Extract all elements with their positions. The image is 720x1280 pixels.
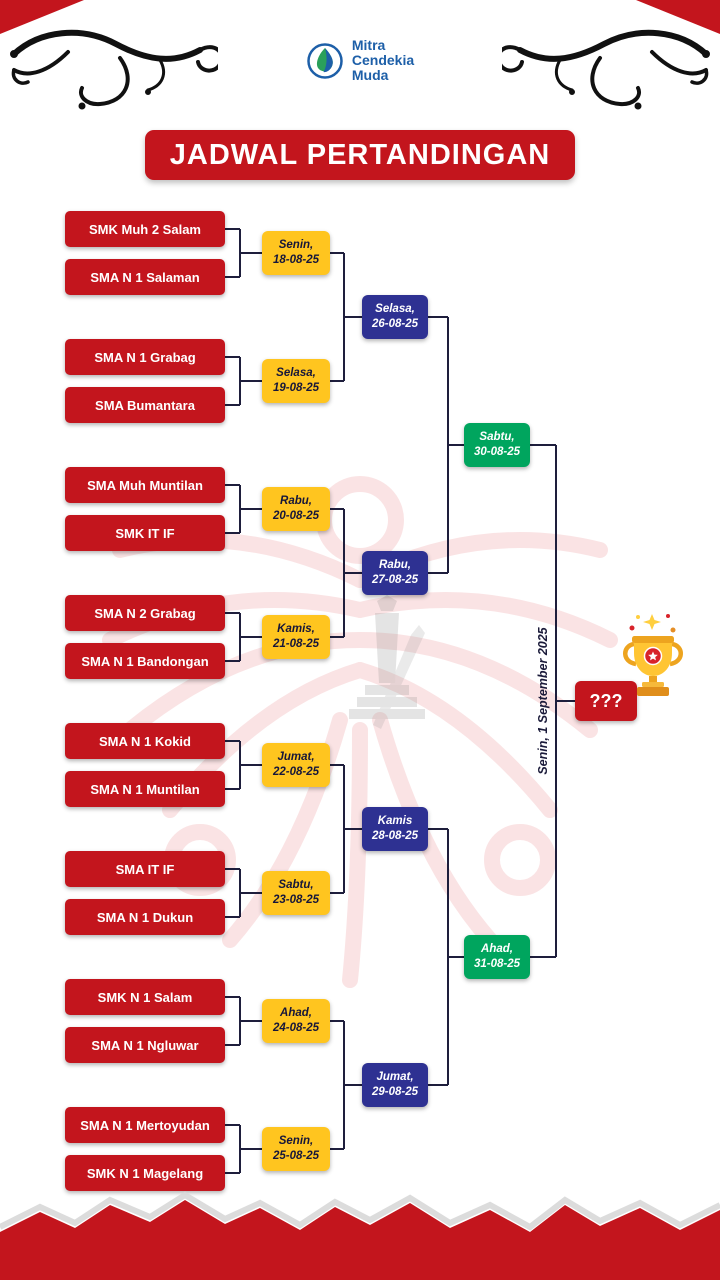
round2-match-date: Selasa, 26-08-25: [362, 295, 428, 339]
semifinal-match-date: Ahad, 31-08-25: [464, 935, 530, 979]
match-day: Selasa,: [375, 303, 415, 316]
team-box: SMA Bumantara: [65, 387, 225, 423]
final-date-label: Senin, 1 September 2025: [536, 627, 550, 775]
round2-match-date: Jumat, 29-08-25: [362, 1063, 428, 1107]
match-date: 23-08-25: [272, 894, 320, 906]
match-day: Sabtu,: [278, 879, 314, 892]
match-day: Selasa,: [276, 367, 316, 380]
match-date: 31-08-25: [473, 958, 521, 970]
match-day: Rabu,: [379, 559, 411, 572]
team-box: SMA Muh Muntilan: [65, 467, 225, 503]
title-banner: JADWAL PERTANDINGAN: [145, 130, 575, 180]
logo-text-line: Cendekia: [351, 52, 415, 69]
team-box: SMK IT IF: [65, 515, 225, 551]
round1-match-date: Jumat, 22-08-25: [262, 743, 330, 787]
match-date: 18-08-25: [272, 254, 320, 266]
final-winner-box: ???: [575, 681, 637, 721]
round1-match-date: Ahad, 24-08-25: [262, 999, 330, 1043]
match-day: Kamis: [377, 815, 413, 828]
team-box: SMK Muh 2 Salam: [65, 211, 225, 247]
match-date: 24-08-25: [272, 1022, 320, 1034]
logo-text: Mitra Cendekia Muda: [351, 37, 415, 84]
round1-match-date: Sabtu, 23-08-25: [262, 871, 330, 915]
round1-match-date: Kamis, 21-08-25: [262, 615, 330, 659]
flourish-icon-right: [502, 29, 710, 110]
match-date: 27-08-25: [371, 574, 419, 586]
trophy-icon: [623, 614, 683, 696]
match-date: 19-08-25: [272, 382, 320, 394]
team-box: SMA N 1 Dukun: [65, 899, 225, 935]
team-box: SMA N 1 Salaman: [65, 259, 225, 295]
logo: Mitra Cendekia Muda: [0, 37, 720, 84]
team-box: SMA N 1 Ngluwar: [65, 1027, 225, 1063]
logo-text-line: Muda: [351, 67, 389, 84]
match-date: 29-08-25: [371, 1086, 419, 1098]
team-box: SMK N 1 Magelang: [65, 1155, 225, 1191]
match-date: 30-08-25: [473, 446, 521, 458]
round1-match-date: Senin, 25-08-25: [262, 1127, 330, 1171]
corner-triangle-left: [0, 0, 84, 34]
match-date: 26-08-25: [371, 318, 419, 330]
water-drop-logo-icon: [307, 42, 343, 79]
match-date: 21-08-25: [272, 638, 320, 650]
flourish-icon-left: [10, 29, 218, 110]
semifinal-match-date: Sabtu, 30-08-25: [464, 423, 530, 467]
match-day: Jumat,: [376, 1071, 414, 1084]
logo-text-line: Mitra: [351, 37, 386, 53]
team-box: SMA N 2 Grabag: [65, 595, 225, 631]
team-box: SMA N 1 Grabag: [65, 339, 225, 375]
monument-watermark: [349, 595, 425, 729]
team-box: SMA N 1 Bandongan: [65, 643, 225, 679]
team-box: SMK N 1 Salam: [65, 979, 225, 1015]
round2-match-date: Rabu, 27-08-25: [362, 551, 428, 595]
match-date: 20-08-25: [272, 510, 320, 522]
round1-match-date: Rabu, 20-08-25: [262, 487, 330, 531]
match-day: Rabu,: [280, 495, 312, 508]
team-box: SMA N 1 Muntilan: [65, 771, 225, 807]
torn-paper-edge: [0, 1191, 720, 1280]
match-day: Kamis,: [277, 623, 315, 636]
match-day: Jumat,: [277, 751, 315, 764]
team-box: SMA IT IF: [65, 851, 225, 887]
match-day: Ahad,: [481, 943, 513, 956]
match-date: 28-08-25: [371, 830, 419, 842]
team-box: SMA N 1 Kokid: [65, 723, 225, 759]
team-box: SMA N 1 Mertoyudan: [65, 1107, 225, 1143]
match-day: Sabtu,: [479, 431, 515, 444]
match-day: Senin,: [278, 239, 314, 252]
round1-match-date: Selasa, 19-08-25: [262, 359, 330, 403]
match-date: 22-08-25: [272, 766, 320, 778]
match-day: Ahad,: [280, 1007, 312, 1020]
corner-triangle-right: [636, 0, 720, 34]
match-day: Senin,: [278, 1135, 314, 1148]
round2-match-date: Kamis 28-08-25: [362, 807, 428, 851]
round1-match-date: Senin, 18-08-25: [262, 231, 330, 275]
page-title: JADWAL PERTANDINGAN: [169, 138, 551, 171]
match-date: 25-08-25: [272, 1150, 320, 1162]
final-winner-placeholder: ???: [589, 690, 623, 711]
